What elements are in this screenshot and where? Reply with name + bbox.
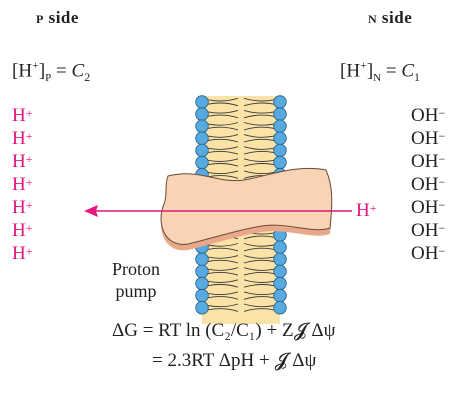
- proton-ion: H+: [12, 196, 33, 219]
- proton-ion: H+: [12, 219, 33, 242]
- p-side-title: P side: [36, 8, 79, 28]
- hydroxide-ion: OH−: [411, 150, 445, 173]
- lipid-head: [196, 253, 209, 266]
- lipid-head: [196, 156, 209, 169]
- p-side-ion-column: H+ H+ H+ H+ H+ H+ H+: [12, 104, 33, 265]
- hydroxide-ion: OH−: [411, 242, 445, 265]
- proton-flow-arrowhead: [84, 205, 98, 217]
- hydroxide-ion: OH−: [411, 173, 445, 196]
- proton-ion: H+: [12, 150, 33, 173]
- lipid-head: [274, 120, 287, 133]
- hydroxide-ion: OH−: [411, 127, 445, 150]
- lipid-head: [274, 253, 287, 266]
- lipid-head: [274, 132, 287, 145]
- n-side-title: N side: [368, 8, 412, 28]
- lipid-head: [196, 120, 209, 133]
- lipid-head: [196, 265, 209, 278]
- proton-ion: H+: [12, 104, 33, 127]
- lipid-head: [274, 144, 287, 157]
- lipid-head: [196, 132, 209, 145]
- lipid-head: [274, 96, 287, 109]
- lipid-head: [274, 108, 287, 121]
- proton-ion: H+: [12, 127, 33, 150]
- lipid-head: [196, 144, 209, 157]
- lipid-head: [196, 301, 209, 314]
- lipid-head: [274, 241, 287, 254]
- lipid-head: [274, 289, 287, 302]
- proton-ion: H+: [12, 242, 33, 265]
- lipid-head: [274, 277, 287, 290]
- lipid-head: [274, 265, 287, 278]
- lipid-head: [196, 289, 209, 302]
- lipid-head: [274, 301, 287, 314]
- proton-pump-label: Proton pump: [98, 258, 174, 302]
- lipid-head: [196, 277, 209, 290]
- lipid-head: [196, 108, 209, 121]
- free-energy-equation-expanded: = 2.3RT ΔpH + 𝓙 Δψ: [152, 350, 316, 372]
- lipid-head: [274, 156, 287, 169]
- hydroxide-ion: OH−: [411, 219, 445, 242]
- hydroxide-ion: OH−: [411, 196, 445, 219]
- lipid-head: [196, 96, 209, 109]
- n-side-concentration: [H+]N = C1: [340, 58, 420, 85]
- hydroxide-ion: OH−: [411, 104, 445, 127]
- n-side-ion-column: OH− OH− OH− OH− OH− OH− OH−: [411, 104, 445, 265]
- p-side-concentration: [H+]P = C2: [12, 58, 90, 85]
- proton-ion: H+: [12, 173, 33, 196]
- transported-proton: H+: [356, 199, 377, 222]
- free-energy-equation: ΔG = RT ln (C₂/C₁) + Z𝓙 Δψ: [112, 320, 336, 342]
